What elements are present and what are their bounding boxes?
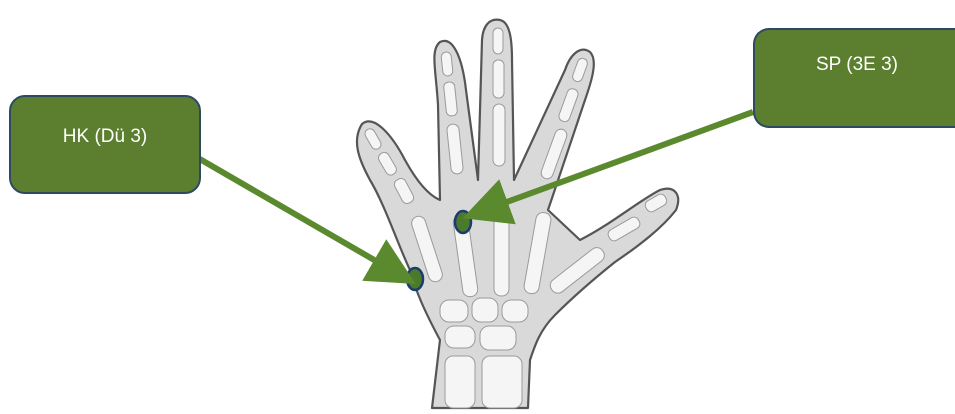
acupoint-sp-marker (455, 211, 471, 233)
callout-hk: HK (Dü 3) (9, 95, 201, 194)
callout-sp: SP (3E 3) (753, 28, 955, 128)
callout-sp-label: SP (3E 3) (816, 54, 898, 76)
arrow-hk (198, 158, 395, 272)
hand-silhouette (357, 20, 678, 408)
callout-hk-label: HK (Dü 3) (63, 126, 147, 148)
acupoint-hk-marker (407, 268, 423, 290)
